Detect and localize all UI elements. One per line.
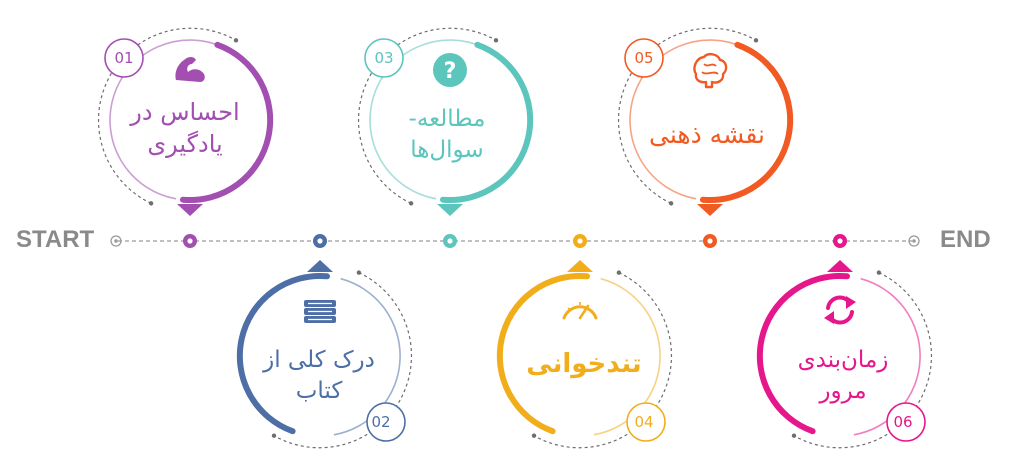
step-title-04-line-1: تندخوانی: [526, 349, 642, 379]
step-01: [97, 27, 274, 248]
step-title-01-line-2: یادگیری: [147, 130, 223, 159]
ring-thin-05: [629, 39, 745, 200]
dashed-arc-01: [97, 27, 237, 204]
pointer-triangle-04: [567, 260, 593, 272]
number-badge-04: [626, 402, 666, 442]
step-title-03-line-1: مطالعه-: [408, 106, 486, 132]
step-number-03: 03: [374, 49, 394, 67]
ring-thin-01: [109, 39, 225, 200]
number-badge-06: [886, 402, 926, 442]
step-02: [236, 234, 413, 449]
refresh-icon: [824, 295, 856, 325]
ring-thin-03: [369, 39, 485, 200]
end-label: END: [940, 226, 991, 253]
step-number-01: 01: [114, 49, 134, 67]
number-badge-01: [104, 38, 144, 78]
number-badge-05: [624, 38, 664, 78]
step-title-01: احساس در یادگیری: [110, 96, 260, 161]
ring-thick-01: [180, 41, 274, 204]
ring-thick-02: [236, 272, 330, 435]
question-icon: ?: [433, 53, 467, 87]
number-badge-03: [364, 38, 404, 78]
start-marker: [110, 235, 122, 247]
step-title-01-line-1: احساس در: [130, 98, 240, 126]
step-title-06-line-2: مرور: [819, 378, 867, 405]
pointer-triangle-06: [827, 260, 853, 272]
dashed-arc-06: [793, 272, 933, 449]
step-title-02-line-2: کتاب: [295, 378, 343, 405]
end-marker: [908, 235, 920, 247]
step-title-06: زمان‌بندی مرور: [770, 345, 916, 407]
ring-thick-05: [700, 41, 794, 204]
speedometer-icon: [562, 302, 598, 320]
step-number-04: 04: [634, 413, 654, 431]
pointer-triangle-03: [437, 204, 463, 216]
dashed-arc-04: [533, 272, 673, 449]
ring-thin-06: [853, 277, 921, 436]
pointer-triangle-05: [697, 204, 723, 216]
ring-thin-02: [333, 277, 401, 436]
step-title-05: نقشه ذهنی: [632, 118, 782, 152]
step-title-02: درک کلی از کتاب: [240, 345, 398, 407]
pointer-triangle-01: [177, 204, 203, 216]
step-title-04: تندخوانی: [510, 347, 658, 382]
dashed-arc-02: [273, 272, 413, 449]
dashed-arc-05: [617, 27, 757, 204]
step-03: ?: [357, 27, 534, 248]
step-number-05: 05: [634, 49, 654, 67]
ring-thick-06: [756, 272, 850, 435]
step-number-02: 02: [371, 413, 391, 431]
books-icon: [304, 300, 336, 323]
dashed-arc-03: [357, 27, 497, 204]
number-badge-02: [366, 402, 406, 442]
step-title-06-line-1: زمان‌بندی: [797, 347, 889, 373]
step-title-05-line-1: نقشه ذهنی: [649, 120, 765, 149]
step-04: [496, 234, 673, 449]
step-06: [756, 234, 933, 449]
ring-thick-04: [496, 272, 590, 435]
start-label: START: [16, 226, 95, 253]
step-title-02-line-1: درک کلی از: [263, 347, 375, 373]
step-title-03-line-2: سوال‌ها: [410, 137, 484, 164]
flexed-arm-icon: [175, 57, 205, 82]
step-number-06: 06: [893, 413, 913, 431]
step-05: [617, 27, 794, 248]
ring-thick-03: [440, 41, 534, 204]
brain-icon: [693, 52, 728, 89]
svg-text:?: ?: [444, 59, 457, 84]
step-title-03: مطالعه- سوال‌ها: [372, 104, 522, 166]
pointer-triangle-02: [307, 260, 333, 272]
ring-thin-04: [593, 277, 661, 436]
